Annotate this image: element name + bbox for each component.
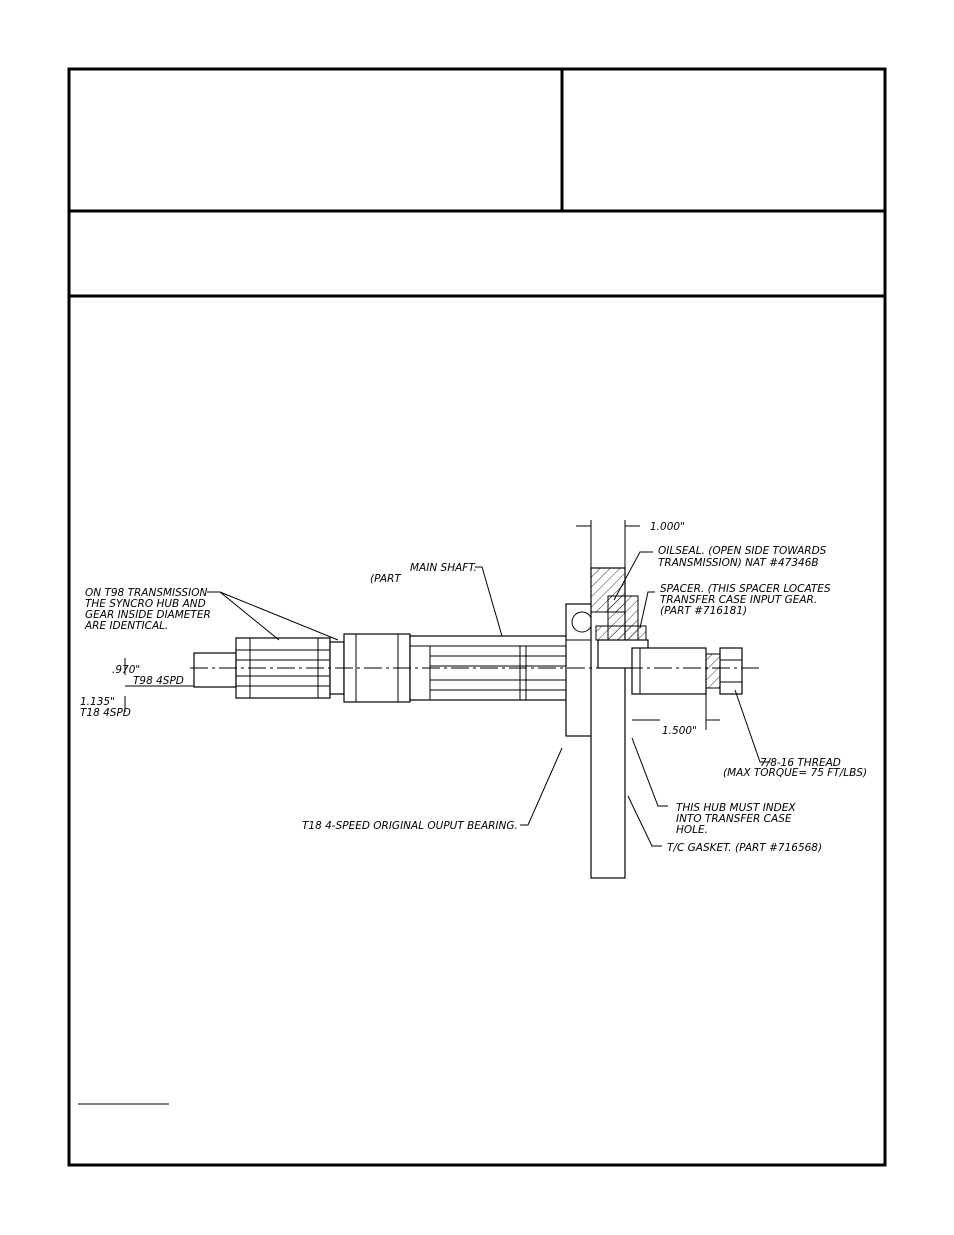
label-spacer-line-2: TRANSFER CASE INPUT GEAR. bbox=[660, 594, 817, 606]
label-syncro-line-2: THE SYNCRO HUB AND bbox=[85, 598, 206, 610]
label-hub-line-2: INTO TRANSFER CASE bbox=[676, 813, 792, 825]
callout-labels: 1.000" OILSEAL. (OPEN SIDE TOWARDS TRANS… bbox=[80, 521, 867, 854]
title-block-frame bbox=[67, 67, 887, 1167]
label-dim-1135: 1.135" bbox=[80, 696, 115, 708]
label-hub-line-3: HOLE. bbox=[676, 824, 708, 836]
label-thread-line-2: (MAX TORQUE= 75 FT/LBS) bbox=[723, 767, 867, 779]
label-main-shaft: MAIN SHAFT. bbox=[410, 562, 477, 574]
label-syncro-line-3: GEAR INSIDE DIAMETER bbox=[85, 609, 211, 621]
label-syncro-line-1: ON T98 TRANSMISSION bbox=[85, 587, 207, 599]
label-dim-1500: 1.500" bbox=[662, 725, 697, 737]
label-dim-1000: 1.000" bbox=[650, 521, 685, 533]
label-oilseal-line-2: TRANSMISSION) NAT #47346B bbox=[658, 557, 819, 569]
label-dim-970: .970" bbox=[112, 664, 140, 676]
label-t18: T18 4SPD bbox=[80, 707, 131, 719]
leader-lines bbox=[124, 520, 770, 847]
label-oilseal-line-1: OILSEAL. (OPEN SIDE TOWARDS bbox=[658, 545, 827, 557]
label-part-fragment: (PART bbox=[370, 573, 402, 585]
label-t98: T98 4SPD bbox=[133, 675, 184, 687]
label-gasket: T/C GASKET. (PART #716568) bbox=[667, 842, 822, 854]
thread-nut bbox=[719, 647, 743, 695]
main-shaft-assembly bbox=[190, 567, 760, 879]
label-spacer-line-3: (PART #716181) bbox=[660, 605, 747, 617]
transfer-case-plate bbox=[590, 567, 647, 879]
label-bearing: T18 4-SPEED ORIGINAL OUPUT BEARING. bbox=[302, 820, 518, 832]
output-stub bbox=[597, 639, 743, 695]
label-thread-line-1: 7/8-16 THREAD bbox=[760, 757, 841, 769]
label-syncro-line-4: ARE IDENTICAL. bbox=[84, 620, 168, 632]
label-hub-line-1: THIS HUB MUST INDEX bbox=[676, 802, 796, 814]
label-spacer-line-1: SPACER. (THIS SPACER LOCATES bbox=[660, 583, 831, 595]
pilot-stub bbox=[193, 652, 237, 688]
